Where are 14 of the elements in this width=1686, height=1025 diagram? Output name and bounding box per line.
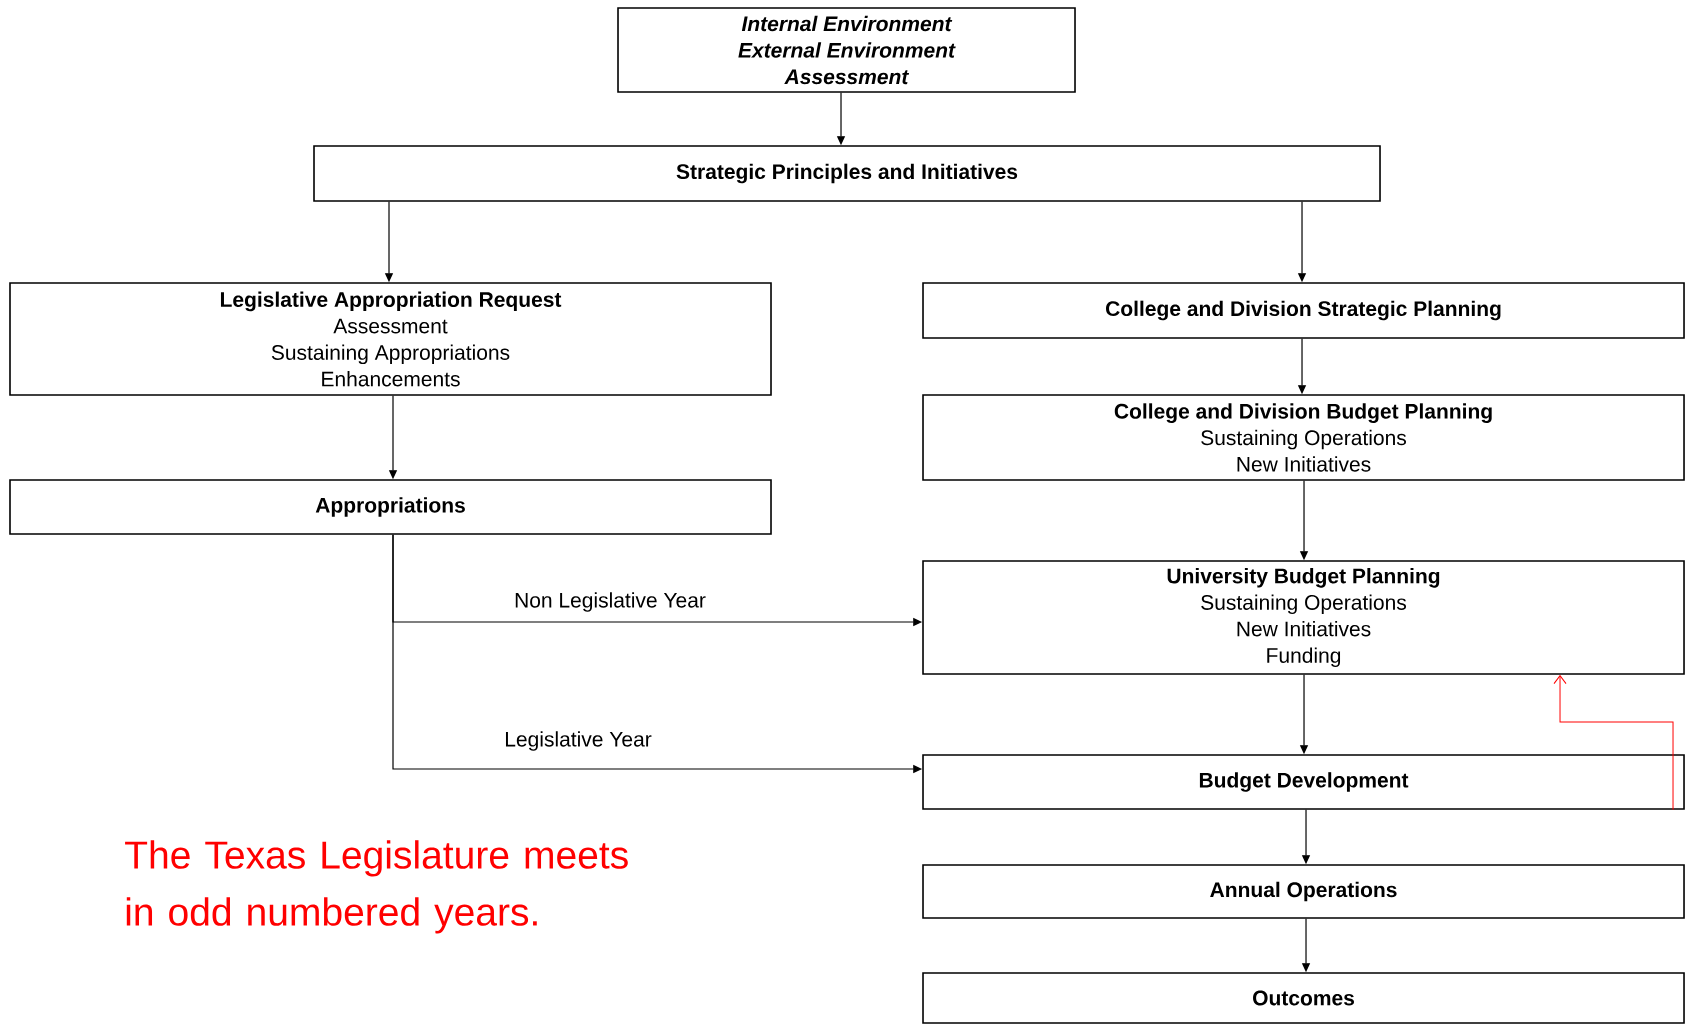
process-box: Annual Operations — [922, 864, 1685, 919]
process-box: University Budget Planning Sustaining Operations New Initiatives Funding — [922, 560, 1685, 675]
note-text: The Texas Legislature meets in odd numbered years. — [125, 840, 628, 934]
arrow — [1553, 675, 1674, 811]
process-box: Appropriations — [9, 479, 772, 535]
process-box: Budget Development — [922, 754, 1685, 810]
process-box: Legislative Appropriation Request Assessment Sustaining Appropriations Enhancements — [9, 282, 772, 396]
edge-label: Non Legislative Year — [513, 591, 707, 613]
process-box: Outcomes — [922, 972, 1685, 1024]
process-box: Strategic Principles and Initiatives — [313, 145, 1381, 202]
process-box: College and Division Strategic Planning — [922, 282, 1685, 339]
process-box: Internal Environment External Environment Assessment — [617, 7, 1076, 93]
edge-label: Legislative Year — [503, 730, 653, 752]
process-box: College and Division Budget Planning Sustaining Operations New Initiatives — [922, 394, 1685, 481]
